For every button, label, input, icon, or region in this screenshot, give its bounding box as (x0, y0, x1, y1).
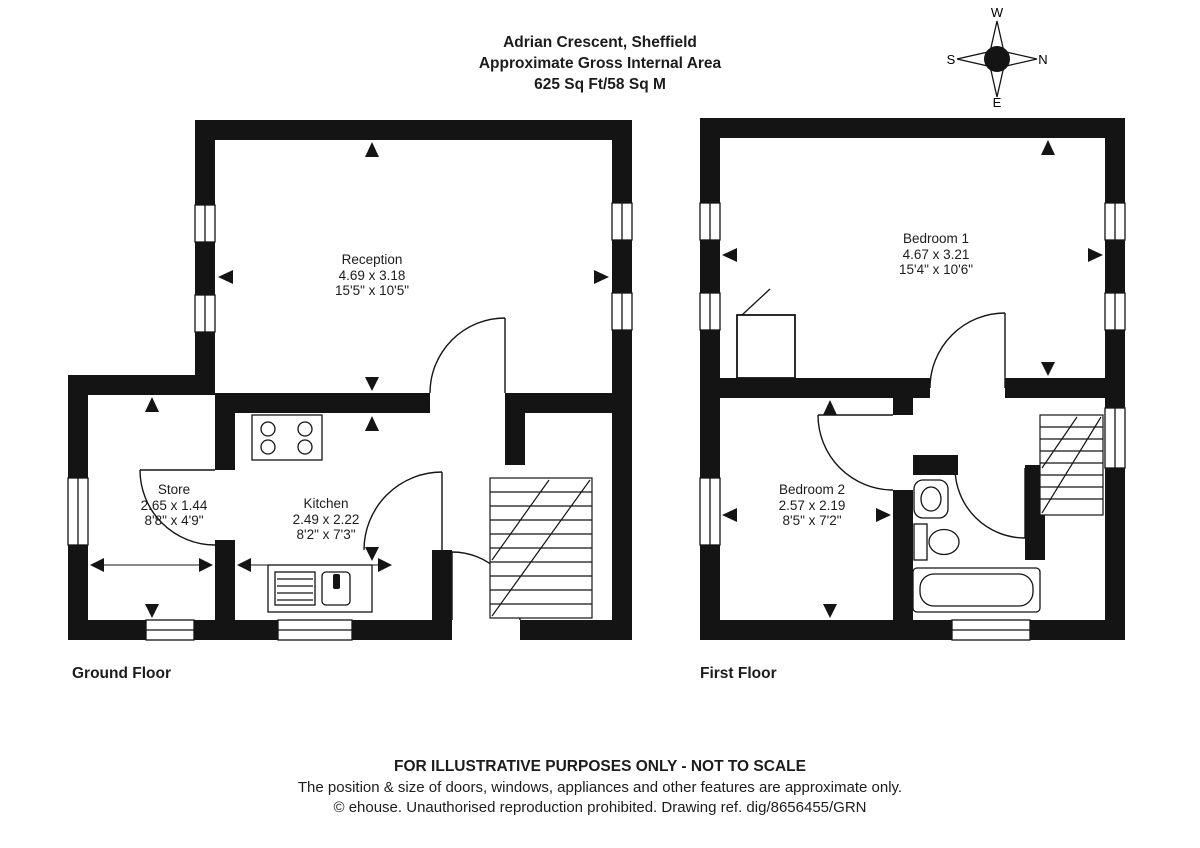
room-name: Bedroom 1 (902, 231, 970, 246)
window-icon (699, 477, 721, 546)
disclaimer-line3: © ehouse. Unauthorised reproduction proh… (333, 799, 867, 816)
arrow-right-icon (876, 508, 891, 522)
arrow-left-icon (722, 508, 737, 522)
arrow-down-icon (365, 547, 379, 561)
arrow-left-icon (218, 270, 233, 284)
room-name: Bedroom 2 (778, 482, 846, 497)
compass-rose-icon: W N S E (947, 5, 1048, 110)
tap-icon (333, 574, 340, 589)
arrow-left-icon (90, 558, 104, 572)
kitchen-label: Kitchen 2.49 x 2.22 8'2" x 7'3" (293, 496, 360, 543)
bedroom1-door-icon (929, 312, 1006, 389)
room-imperial-dims: 15'5" x 10'5" (334, 283, 410, 298)
first-floor-label: First Floor (700, 665, 777, 682)
compass-center (984, 46, 1010, 72)
ground-dimension-arrows (90, 142, 609, 618)
ground-floor-plan (67, 120, 633, 641)
first-windows (699, 202, 1126, 641)
page-subtitle: Approximate Gross Internal Area (478, 55, 722, 72)
room-imperial-dims: 8'8" x 4'9" (144, 513, 204, 528)
compass-south-label: S (947, 52, 956, 67)
closet-icon (736, 288, 796, 379)
disclaimer-line2: The position & size of doors, windows, a… (297, 778, 903, 796)
bedroom2-label: Bedroom 2 2.57 x 2.19 8'5" x 7'2" (779, 482, 846, 529)
compass-north-label: N (1038, 52, 1047, 67)
stairs-first-icon (1039, 414, 1104, 516)
bathtub-icon (912, 567, 1041, 613)
window-icon (1104, 202, 1126, 241)
arrow-down-icon (365, 377, 379, 391)
kitchen-door-icon (363, 471, 443, 551)
bedroom1-label: Bedroom 1 4.67 x 3.21 15'4" x 10'6" (899, 231, 973, 278)
arrow-down-icon (823, 604, 837, 618)
arrow-left-icon (722, 248, 737, 262)
arrow-up-icon (365, 416, 379, 431)
arrow-down-icon (1041, 362, 1055, 376)
room-imperial-dims: 8'5" x 7'2" (782, 513, 842, 528)
room-imperial-dims: 8'2" x 7'3" (296, 527, 356, 542)
stairs-ground-icon (489, 477, 593, 619)
page-title: Adrian Crescent, Sheffield (503, 34, 697, 51)
window-icon (611, 202, 633, 241)
sink-unit-icon (267, 564, 373, 613)
window-icon (67, 477, 89, 546)
arrow-left-icon (237, 558, 251, 572)
room-metric-dims: 4.67 x 3.21 (902, 246, 970, 262)
room-metric-dims: 4.69 x 3.18 (338, 267, 406, 283)
washbasin-icon (913, 479, 949, 519)
window-icon (699, 202, 721, 241)
first-dimension-arrows (722, 140, 1103, 618)
room-name: Reception (341, 252, 403, 267)
arrow-up-icon (145, 397, 159, 412)
arrow-right-icon (594, 270, 609, 284)
store-door-icon (139, 469, 216, 546)
room-metric-dims: 2.57 x 2.19 (778, 497, 846, 513)
arrow-up-icon (1041, 140, 1055, 155)
window-icon (194, 204, 216, 243)
window-icon (699, 292, 721, 331)
window-icon (145, 619, 195, 641)
page-area: 625 Sq Ft/58 Sq M (534, 76, 666, 93)
arrow-right-icon (199, 558, 213, 572)
reception-label: Reception 4.69 x 3.18 15'5" x 10'5" (335, 252, 409, 299)
window-icon (277, 619, 353, 641)
ground-floor-label: Ground Floor (72, 665, 172, 682)
window-icon (1104, 407, 1126, 469)
first-walls (700, 118, 1125, 640)
arrow-up-icon (823, 400, 837, 415)
room-imperial-dims: 15'4" x 10'6" (898, 262, 974, 277)
bedroom2-door-icon (817, 414, 894, 491)
room-name: Kitchen (303, 496, 349, 511)
compass-east-label: E (993, 95, 1002, 110)
window-icon (194, 294, 216, 333)
room-metric-dims: 2.49 x 2.22 (292, 511, 360, 527)
store-label: Store 2.65 x 1.44 8'8" x 4'9" (141, 482, 208, 529)
window-icon (611, 292, 633, 331)
ground-walls (68, 120, 632, 640)
compass-west-label: W (991, 5, 1004, 20)
disclaimer-line1: FOR ILLUSTRATIVE PURPOSES ONLY - NOT TO … (394, 758, 806, 775)
arrow-up-icon (365, 142, 379, 157)
reception-door-icon (429, 317, 506, 394)
disclaimer-block: FOR ILLUSTRATIVE PURPOSES ONLY - NOT TO … (0, 757, 1200, 819)
arrow-down-icon (145, 604, 159, 618)
toilet-icon (913, 523, 960, 561)
title-block: Adrian Crescent, Sheffield Approximate G… (0, 32, 1200, 95)
first-floor-plan (699, 118, 1126, 641)
window-icon (951, 619, 1031, 641)
arrow-right-icon (378, 558, 392, 572)
hob-icon (251, 414, 323, 461)
room-metric-dims: 2.65 x 1.44 (140, 497, 208, 513)
bathroom-door-icon (954, 467, 1026, 539)
ground-windows (67, 202, 633, 641)
first-doors (817, 312, 1026, 539)
window-icon (1104, 292, 1126, 331)
arrow-right-icon (1088, 248, 1103, 262)
bathroom-fixtures (912, 479, 1041, 613)
room-name: Store (157, 482, 191, 497)
